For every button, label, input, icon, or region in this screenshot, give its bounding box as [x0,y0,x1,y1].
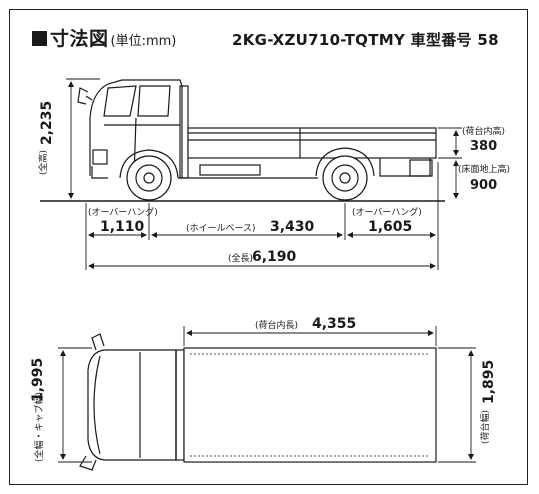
bed-height-dimension [438,127,462,199]
top-view-truck [79,333,437,471]
rear-overhang-label: (オーバーハング) [352,206,422,218]
front-overhang-value: 1,110 [100,219,145,235]
bed-inner-length-dimension [183,326,437,346]
overall-height-label: (全高) [37,150,49,175]
bed-width-label: (荷台幅) [479,410,491,444]
model-code: 2KG-XZU710-TQTMY 車型番号 58 [232,31,499,49]
page-title: 寸法図 [50,28,109,50]
overall-length-value: 6,190 [252,249,297,265]
overall-width-value: 1,995 [30,358,46,402]
floor-height-label: (床面地上高) [458,163,510,175]
floor-height-value: 900 [470,178,497,193]
overall-height-dimension [66,78,100,199]
overall-length-label: (全長) [228,252,253,264]
overall-width-label: (全幅・キャブ幅) [33,392,45,462]
wheelbase-value: 3,430 [270,219,315,235]
bed-inner-height-value: 380 [470,139,497,154]
rear-overhang-value: 1,605 [368,219,412,235]
unit-label: (単位:mm) [110,34,177,49]
wheelbase-label: (ホイールベース) [186,223,256,234]
length-dimensions [85,162,439,270]
diagram-header: 寸法図 (単位:mm) [32,24,176,54]
overall-height-value: 2,235 [39,101,55,145]
title-square-icon [32,31,47,46]
overall-width-dimension [58,347,92,463]
side-view-truck [77,79,437,201]
bed-inner-length-label: (荷台内長) [255,319,298,331]
bed-width-dimension [438,347,476,463]
bed-inner-height-label: (荷台内高) [462,125,505,137]
front-overhang-label: (オーバーハング) [88,206,158,218]
bed-width-value: 1,895 [481,360,497,404]
bed-inner-length-value: 4,355 [312,316,356,332]
